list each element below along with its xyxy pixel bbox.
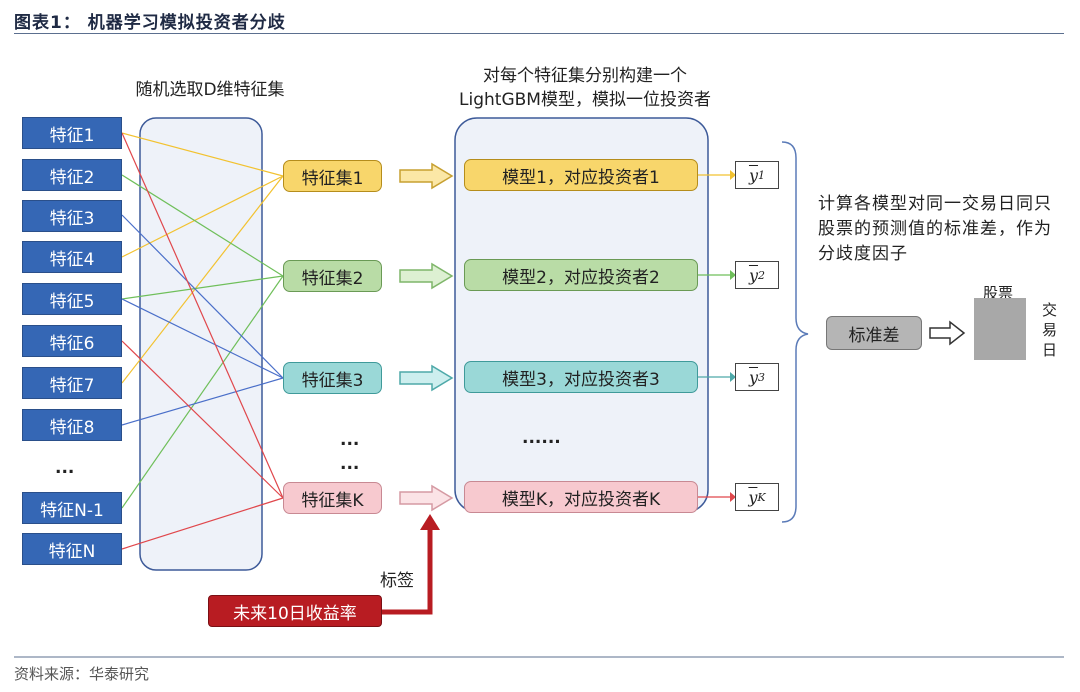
feature-box: 特征3	[22, 200, 122, 232]
std-matrix-arrow	[929, 320, 966, 346]
title-rule	[14, 33, 1064, 34]
feature-set-links	[121, 132, 284, 550]
figure-title: 图表1： 机器学习模拟投资者分歧	[14, 13, 286, 33]
set-model-arrows	[399, 162, 454, 512]
feature-pick-caption: 随机选取D维特征集	[135, 80, 285, 100]
model-2: 模型2，对应投资者2	[464, 259, 698, 291]
set-ellipsis: ...	[340, 430, 360, 450]
model-3: 模型3，对应投资者3	[464, 361, 698, 393]
matrix-side-label: 交易日	[1042, 301, 1058, 359]
target-arrow-label: 标签	[380, 571, 414, 591]
target-arrow	[382, 528, 433, 615]
brace	[781, 141, 809, 523]
feature-box: 特征1	[22, 117, 122, 149]
feature-box: 特征8	[22, 409, 122, 441]
model-ellipsis: ......	[522, 428, 561, 448]
feature-set-3: 特征集3	[283, 362, 382, 394]
model-k: 模型K，对应投资者K	[464, 481, 698, 513]
model-1: 模型1，对应投资者1	[464, 159, 698, 191]
matrix-top-label: 股票	[983, 284, 1014, 302]
feature-ellipsis: ...	[55, 458, 75, 478]
set-ellipsis: ...	[340, 454, 360, 474]
feature-box: 特征2	[22, 159, 122, 191]
std-note: 计算各模型对同一交易日同只股票的预测值的标准差，作为分歧度因子	[818, 194, 1052, 264]
source-note: 资料来源：华泰研究	[14, 665, 150, 683]
feature-box: 特征5	[22, 283, 122, 315]
feature-set-1: 特征集1	[283, 160, 382, 192]
model-caption-line2: LightGBM模型，模拟一位投资者	[459, 90, 711, 110]
target-box: 未来10日收益率	[208, 595, 382, 627]
matrix-grid	[974, 298, 1026, 360]
std-box: 标准差	[826, 316, 922, 350]
model-output-arrows	[698, 170, 736, 502]
feature-box: 特征7	[22, 367, 122, 399]
feature-set-k: 特征集K	[283, 482, 382, 514]
feature-set-2: 特征集2	[283, 260, 382, 292]
feature-box: 特征N	[22, 533, 122, 565]
feature-selection-container	[139, 117, 263, 571]
feature-box: 特征6	[22, 325, 122, 357]
feature-box: 特征N-1	[22, 492, 122, 524]
model-caption-line1: 对每个特征集分别构建一个	[483, 66, 687, 86]
feature-box: 特征4	[22, 241, 122, 273]
